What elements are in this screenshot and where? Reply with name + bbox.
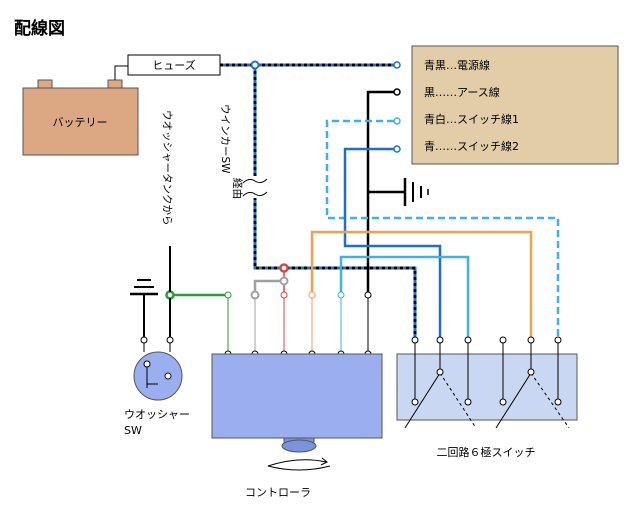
gray-junction (279, 276, 289, 286)
terminal-switch1 (393, 117, 401, 125)
battery-body (22, 87, 139, 156)
washer-sw-label-2: SW (124, 424, 142, 437)
ground-symbol-right (403, 178, 429, 206)
switch2-wire (343, 147, 442, 340)
orange-wire (310, 230, 533, 340)
washer-sw-label-1: ウオッシャー (124, 408, 190, 421)
controller: コントローラ (211, 291, 383, 499)
gray-wire (253, 279, 284, 295)
legend-panel (411, 45, 619, 165)
legend-item-power: 青黒…電源線 (424, 58, 490, 72)
winker-sw-label: ウインカーSW (219, 104, 231, 174)
terminal-switch2 (393, 145, 401, 153)
controller-label: コントローラ (245, 486, 311, 499)
washer-switch (133, 336, 183, 401)
gray-terminal (250, 290, 260, 300)
terminal-power (393, 61, 401, 69)
controller-knob (281, 439, 317, 453)
switch-label: 二回路６極スイッチ (437, 445, 536, 459)
two-circuit-switch: 二回路６極スイッチ (396, 336, 578, 459)
battery: バッテリー (22, 79, 139, 156)
lightblue-wire (339, 255, 470, 340)
junction-fuse (250, 60, 260, 70)
break-mark-lower (242, 191, 268, 197)
switch-body (396, 353, 578, 421)
terminal-ground (393, 88, 401, 96)
fuse: ヒューズ (127, 54, 221, 76)
controller-pins (224, 291, 372, 358)
legend-item-switch1: 青白…スイッチ線1 (424, 112, 519, 126)
winker-sw-label-2: 経由 (231, 178, 244, 199)
battery-label: バッテリー (53, 116, 108, 129)
washer-tank-label: ウオッシャータンクから (161, 110, 173, 226)
break-mark-upper (242, 178, 268, 184)
legend-item-ground: 黒……アース線 (424, 85, 500, 99)
diagram-title: 配線図 (14, 18, 65, 39)
green-junction (165, 290, 175, 300)
ground-wire (366, 90, 394, 295)
fuse-label: ヒューズ (152, 58, 195, 72)
washer-switch-body (133, 351, 183, 401)
switch1-wire (325, 119, 560, 340)
ground-symbol-left (130, 279, 158, 340)
power-line (220, 60, 417, 340)
battery-fuse-wire (114, 65, 128, 80)
controller-body (211, 353, 383, 439)
legend-box: 青黒…電源線 黒……アース線 青白…スイッチ線1 青……スイッチ線2 (393, 45, 619, 165)
rotate-arrow-icon (267, 465, 331, 471)
junction-red (279, 263, 289, 273)
legend-item-switch2: 青……スイッチ線2 (424, 139, 519, 153)
